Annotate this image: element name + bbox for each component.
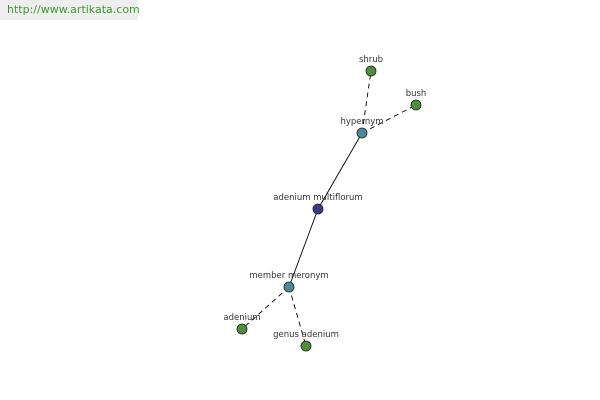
node-adenium[interactable]: adenium <box>223 313 261 335</box>
node-adenium-dot[interactable] <box>236 323 248 335</box>
node-center[interactable]: adenium multiflorum <box>273 193 363 215</box>
node-genus-adenium-dot[interactable] <box>300 340 312 352</box>
edge-hypernym-to-bush <box>361 104 417 134</box>
node-genus-adenium-label: genus adenium <box>273 330 339 340</box>
node-center-dot[interactable] <box>312 203 324 215</box>
edge-member-meronym-to-genus-adenium <box>288 286 307 347</box>
edge-center-to-member-meronym <box>288 208 319 288</box>
node-member-meronym-dot[interactable] <box>283 281 295 293</box>
node-bush[interactable]: bush <box>406 89 427 111</box>
node-shrub-label: shrub <box>359 55 383 65</box>
node-shrub-dot[interactable] <box>365 65 377 77</box>
node-hypernym-dot[interactable] <box>356 127 368 139</box>
node-member-meronym-label: member meronym <box>249 271 328 281</box>
edge-hypernym-to-shrub <box>361 70 372 134</box>
node-hypernym[interactable]: hypernym <box>340 117 384 139</box>
edge-center-to-hypernym <box>317 132 363 210</box>
node-genus-adenium[interactable]: genus adenium <box>273 330 339 352</box>
node-member-meronym[interactable]: member meronym <box>249 271 329 293</box>
nodes-layer: adenium multiflorum hypernym member merony… <box>223 55 427 352</box>
edge-member-meronym-to-adenium <box>241 286 290 330</box>
node-hypernym-label: hypernym <box>340 117 383 127</box>
node-adenium-label: adenium <box>223 313 260 323</box>
node-bush-label: bush <box>406 89 427 99</box>
site-watermark[interactable]: http://www.artikata.com <box>0 0 140 20</box>
node-center-label: adenium multiflorum <box>273 193 362 203</box>
node-shrub[interactable]: shrub <box>359 55 383 77</box>
node-bush-dot[interactable] <box>410 99 422 111</box>
edges-layer <box>241 70 417 347</box>
